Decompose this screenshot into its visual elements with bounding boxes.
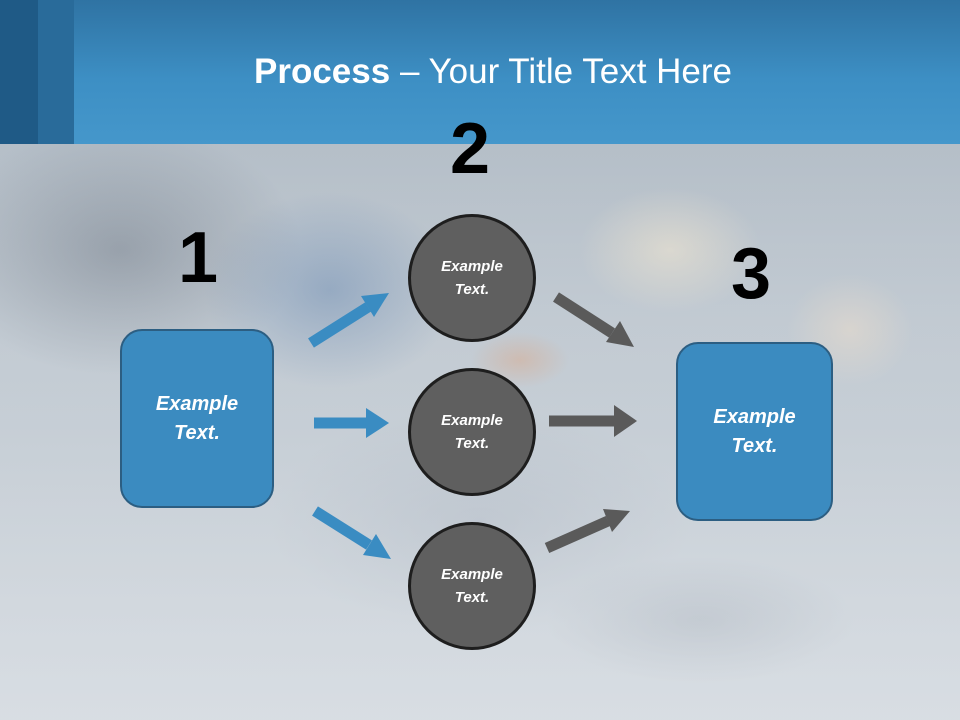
slide-title[interactable]: Process – Your Title Text Here — [0, 52, 960, 92]
slide-title-bold: Process — [254, 52, 391, 91]
slide-title-rest: – Your Title Text Here — [390, 52, 732, 91]
step-number-1[interactable]: 1 — [178, 218, 219, 298]
process-box-left[interactable]: Example Text. — [120, 329, 274, 508]
arrow-right-icon[interactable] — [549, 405, 637, 437]
process-circle-bottom[interactable]: Example Text. — [408, 522, 536, 650]
process-circle-top[interactable]: Example Text. — [408, 214, 536, 342]
arrow-right-icon[interactable] — [544, 509, 630, 554]
arrow-right-icon[interactable] — [308, 293, 389, 348]
step-number-3[interactable]: 3 — [731, 234, 772, 314]
arrow-right-icon[interactable] — [553, 292, 634, 347]
arrow-right-icon[interactable] — [312, 506, 391, 559]
box-label: Example Text. — [155, 392, 239, 444]
process-box-right[interactable]: Example Text. — [676, 342, 833, 521]
step-number-2[interactable]: 2 — [450, 109, 491, 189]
circle-label: Example Text. — [441, 412, 503, 452]
circle-label: Example Text. — [441, 566, 503, 606]
process-circle-middle[interactable]: Example Text. — [408, 368, 536, 496]
header-accent-strip — [38, 0, 74, 144]
title-bar: Process – Your Title Text Here — [0, 0, 960, 144]
circle-label: Example Text. — [441, 258, 503, 298]
box-label: Example Text. — [713, 405, 796, 457]
header-accent-strip — [0, 0, 38, 144]
arrow-right-icon[interactable] — [314, 408, 389, 438]
